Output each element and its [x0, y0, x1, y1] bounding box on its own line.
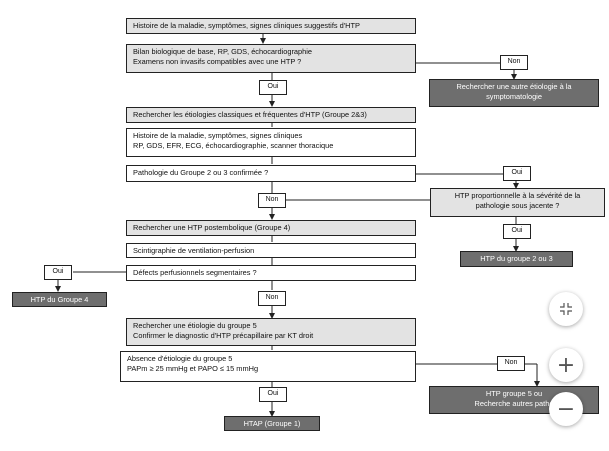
- node-other-etiology-line2: symptomatologie: [486, 92, 542, 101]
- node-basic-workup-line1: Bilan biologique de base, RP, GDS, échoc…: [133, 47, 312, 56]
- node-no-group5: Absence d'étiologie du groupe 5 PAPm ≥ 2…: [120, 351, 416, 382]
- label-non-text: Non: [504, 359, 518, 366]
- node-scintigraphy-text: Scintigraphie de ventilation-perfusion: [133, 246, 255, 255]
- node-group23-exams-line1: Histoire de la maladie, symptômes, signe…: [133, 131, 303, 140]
- label-non-text: Non: [265, 294, 279, 301]
- zoom-out-icon: −: [556, 396, 576, 422]
- zoom-in-button[interactable]: +: [549, 348, 583, 382]
- node-htap-group1-text: HTAP (Groupe 1): [243, 419, 301, 428]
- node-proportional-htp: HTP proportionnelle à la sévérité de la …: [430, 188, 605, 217]
- node-perfusion-defects: Défects perfusionnels segmentaires ?: [126, 265, 416, 281]
- node-scintigraphy: Scintigraphie de ventilation-perfusion: [126, 243, 416, 258]
- label-oui-text: Oui: [267, 83, 279, 90]
- node-htp-group5-line2: Recherche autres patho: [474, 399, 554, 408]
- node-group5-search: Rechercher une étiologie du groupe 5 Con…: [126, 318, 416, 346]
- node-htp-group5-line1: HTP groupe 5 ou: [485, 389, 543, 398]
- node-clinical-history: Histoire de la maladie, symptômes, signe…: [126, 18, 416, 34]
- label-non-other-etiology: Non: [500, 55, 528, 70]
- label-non-text: Non: [507, 58, 521, 65]
- label-oui-group5: Oui: [259, 387, 287, 402]
- label-oui-workup: Oui: [259, 80, 287, 95]
- label-oui-text: Oui: [267, 390, 279, 397]
- label-non-confirmed: Non: [258, 193, 286, 208]
- node-group23-search: Rechercher les étiologies classiques et …: [126, 107, 416, 123]
- node-proportional-htp-line2: pathologie sous jacente ?: [475, 201, 560, 210]
- label-oui-confirmed: Oui: [503, 166, 531, 181]
- zoom-out-button[interactable]: −: [549, 392, 583, 426]
- node-other-etiology: Rechercher une autre étiologie à la symp…: [429, 79, 599, 107]
- label-non-group5: Non: [497, 356, 525, 371]
- node-group23-search-text: Rechercher les étiologies classiques et …: [133, 110, 367, 119]
- label-oui-proportional: Oui: [503, 224, 531, 239]
- node-clinical-history-text: Histoire de la maladie, symptômes, signe…: [133, 21, 360, 30]
- fit-to-screen-icon: [560, 303, 572, 315]
- fit-to-screen-button[interactable]: [549, 292, 583, 326]
- node-proportional-htp-line1: HTP proportionnelle à la sévérité de la: [454, 191, 581, 200]
- node-htp-group23: HTP du groupe 2 ou 3: [460, 251, 573, 267]
- label-oui-text: Oui: [52, 268, 64, 275]
- node-group23-confirmed-text: Pathologie du Groupe 2 ou 3 confirmée ?: [133, 168, 269, 177]
- node-htp-group23-text: HTP du groupe 2 ou 3: [480, 254, 553, 263]
- label-non-text: Non: [265, 196, 279, 203]
- node-basic-workup-line2: Examens non invasifs compatibles avec un…: [133, 57, 302, 66]
- node-group5-search-line2: Confirmer le diagnostic d'HTP précapilla…: [133, 331, 314, 340]
- node-htp-group4-text: HTP du Groupe 4: [30, 295, 89, 304]
- label-non-defects: Non: [258, 291, 286, 306]
- node-group23-exams-line2: RP, GDS, EFR, ECG, échocardiographie, sc…: [133, 141, 334, 150]
- node-postembolic-search-text: Rechercher une HTP postembolique (Groupe…: [133, 223, 291, 232]
- node-group23-exams: Histoire de la maladie, symptômes, signe…: [126, 128, 416, 157]
- node-postembolic-search: Rechercher une HTP postembolique (Groupe…: [126, 220, 416, 236]
- node-other-etiology-line1: Rechercher une autre étiologie à la: [456, 82, 572, 91]
- node-htp-group4: HTP du Groupe 4: [12, 292, 107, 307]
- node-group23-confirmed: Pathologie du Groupe 2 ou 3 confirmée ?: [126, 165, 416, 182]
- node-basic-workup: Bilan biologique de base, RP, GDS, échoc…: [126, 44, 416, 73]
- node-htap-group1: HTAP (Groupe 1): [224, 416, 320, 431]
- zoom-in-icon: +: [556, 352, 576, 378]
- node-no-group5-line1: Absence d'étiologie du groupe 5: [127, 354, 233, 363]
- label-oui-defects: Oui: [44, 265, 72, 280]
- label-oui-text: Oui: [511, 169, 523, 176]
- node-perfusion-defects-text: Défects perfusionnels segmentaires ?: [133, 268, 257, 277]
- label-oui-text: Oui: [511, 227, 523, 234]
- node-group5-search-line1: Rechercher une étiologie du groupe 5: [133, 321, 257, 330]
- node-no-group5-line2: PAPm ≥ 25 mmHg et PAPO ≤ 15 mmHg: [127, 364, 259, 373]
